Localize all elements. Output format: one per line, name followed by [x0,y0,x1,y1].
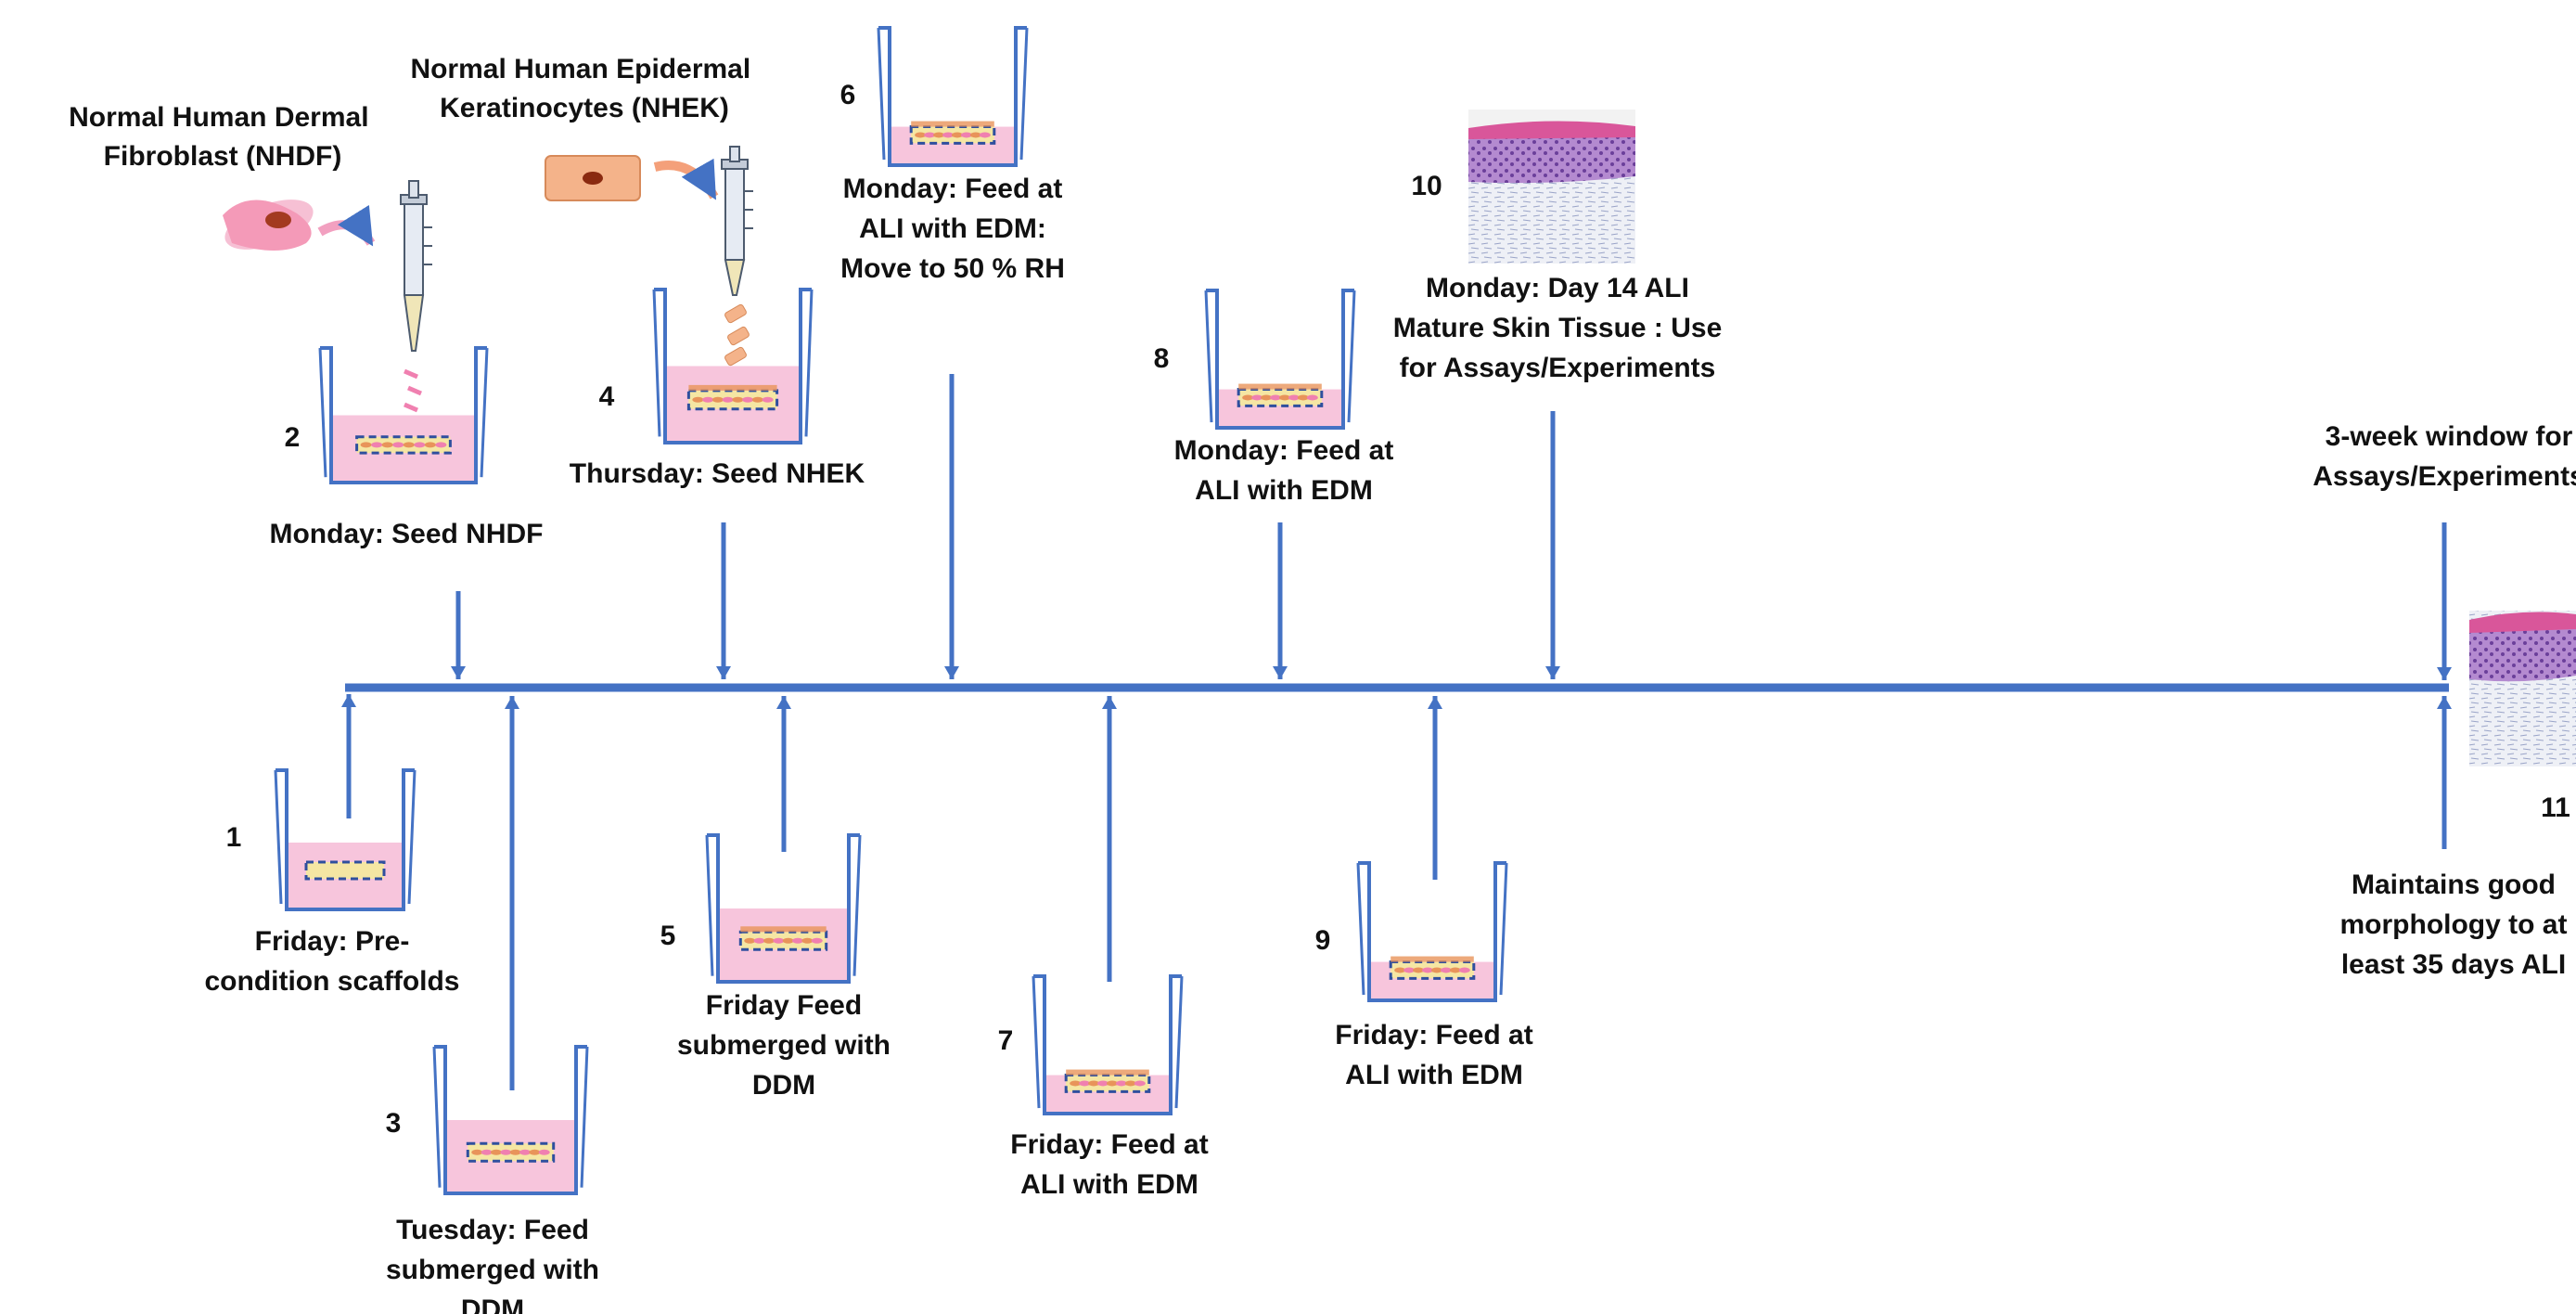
step-number-2: 2 [285,422,301,453]
nhdf-label: Normal Human Dermal Fibroblast (NHDF) [69,102,377,172]
well-icon-8 [1206,290,1354,428]
step-number-6: 6 [840,80,856,110]
step-label-1: Friday: Pre-condition scaffolds [204,926,459,997]
step-number-7: 7 [998,1025,1014,1056]
well-icon-9 [1358,863,1506,1000]
nhek-label: Normal Human Epidermal Keratinocytes (NH… [410,54,758,123]
step-label-2: Monday: Seed NHDF [269,519,543,549]
step-number-3: 3 [386,1108,402,1139]
well-icon-1 [276,770,415,909]
tissue-histology-image-10 [1468,110,1635,264]
step-arrow-1 [341,694,356,818]
well-icon-2 [320,348,487,483]
step-arrow-12 [2437,522,2452,680]
step-number-11: 11 [2541,792,2570,823]
step-arrow-9 [1428,696,1442,880]
step-number-8: 8 [1154,343,1170,374]
step-number-5: 5 [660,921,676,951]
nhdf-cell-illustration [218,189,371,260]
step-arrow-6 [944,374,959,679]
step-arrow-7 [1102,696,1117,982]
well-icon-6 [878,28,1027,165]
nhdf-pipette-icon [401,181,432,410]
step-arrow-11 [2437,696,2452,849]
step-arrow-5 [776,696,791,852]
step-arrow-10 [1545,411,1560,679]
step-arrow-4 [716,522,731,679]
step-number-9: 9 [1315,925,1331,956]
step-number-1: 1 [226,822,242,853]
step-arrow-8 [1273,522,1288,679]
step-arrow-3 [505,696,519,1090]
tissue-histology-image-11 [2469,611,2576,766]
well-icon-5 [707,835,860,982]
well-icon-7 [1033,976,1182,1114]
step-number-4: 4 [599,381,615,412]
step-number-10: 10 [1411,171,1442,201]
step-arrow-2 [451,591,466,679]
nhek-pipette-icon [722,147,753,367]
nhek-cell-illustration [545,156,714,200]
step-label-4: Thursday: Seed NHEK [570,458,865,489]
